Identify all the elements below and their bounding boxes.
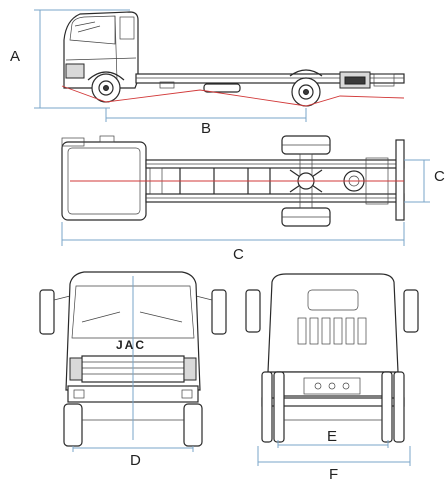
label-c-right: C	[434, 168, 445, 185]
front-view	[39, 271, 227, 452]
label-b: B	[201, 120, 212, 137]
label-a: A	[10, 48, 21, 65]
side-view	[34, 9, 405, 122]
label-f: F	[329, 466, 339, 483]
label-d: D	[130, 452, 141, 469]
label-c: C	[233, 246, 244, 263]
jac-logo: JAC	[116, 338, 147, 352]
label-e: E	[327, 428, 338, 445]
rear-view	[245, 273, 419, 466]
top-view	[61, 135, 430, 246]
